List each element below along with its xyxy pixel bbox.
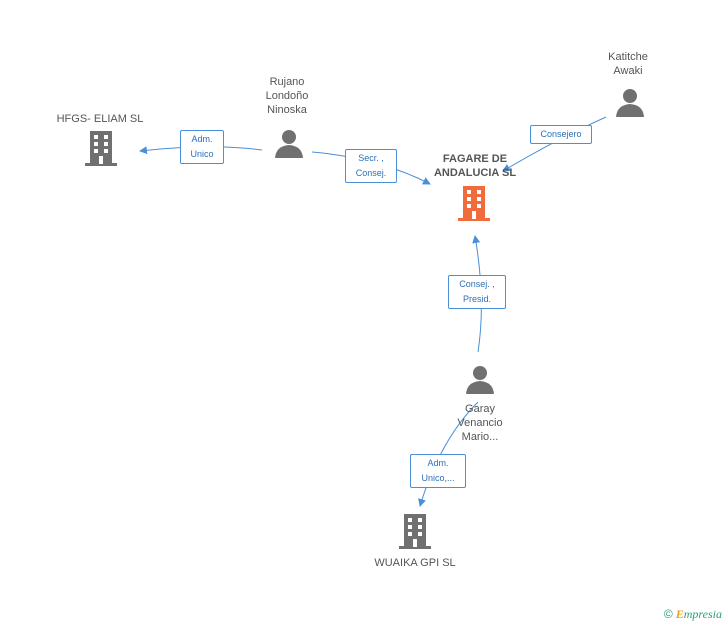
building-icon[interactable] — [458, 186, 490, 222]
edge-label-line1: Adm. — [427, 458, 449, 468]
person-icon[interactable] — [465, 365, 495, 395]
edge-label-line2: Consej. — [355, 168, 387, 178]
edge-label-katitche-fagare[interactable]: Consejero — [530, 125, 592, 144]
edge-label-garay-wuaika[interactable]: Adm. Unico,... — [410, 454, 466, 488]
edge-label-line1: Adm. — [191, 134, 213, 144]
rujano-name[interactable]: Rujano Londoño Ninoska — [247, 75, 327, 117]
building-icon[interactable] — [85, 131, 117, 167]
brand-rest: mpresia — [683, 607, 722, 621]
rujano-line1: Rujano — [269, 76, 305, 88]
garay-name[interactable]: Garay Venancio Mario... — [440, 402, 520, 444]
fagare-name[interactable]: FAGARE DE ANDALUCIA SL — [410, 152, 540, 180]
person-icon[interactable] — [615, 88, 645, 118]
brand-e: E — [675, 607, 684, 621]
edge-garay-wuaika — [418, 401, 479, 507]
edge-label-garay-fagare[interactable]: Consej. , Presid. — [448, 275, 506, 309]
hfgs-name[interactable]: HFGS- ELIAM SL — [56, 113, 144, 125]
edge-label-rujano-hfgs[interactable]: Adm. Unico — [180, 130, 224, 164]
wuaika-name[interactable]: WUAIKA GPI SL — [374, 557, 456, 569]
rujano-line3: Ninoska — [267, 104, 307, 116]
edge-label-line2: Unico,... — [421, 473, 455, 483]
garay-line1: Garay — [465, 403, 495, 415]
building-icon[interactable] — [399, 514, 431, 550]
copyright-icon: © — [663, 607, 673, 621]
katitche-name[interactable]: Katitche Awaki — [588, 50, 668, 78]
katitche-line1: Katitche — [608, 51, 648, 63]
edge-label-line1: Secr. , — [358, 153, 384, 163]
edge-label-line2: Unico — [190, 149, 214, 159]
fagare-name-line2: ANDALUCIA SL — [433, 167, 517, 179]
garay-line2: Venancio — [457, 417, 503, 429]
person-icon[interactable] — [274, 129, 304, 159]
edge-label-rujano-fagare[interactable]: Secr. , Consej. — [345, 149, 397, 183]
brand-logo: © Empresia — [664, 607, 722, 622]
edge-label-line1: Consej. , — [459, 279, 495, 289]
katitche-line2: Awaki — [613, 65, 643, 77]
rujano-line2: Londoño — [265, 90, 309, 102]
garay-line3: Mario... — [461, 431, 499, 443]
fagare-name-line1: FAGARE DE — [442, 153, 508, 165]
edge-label-line2: Presid. — [462, 294, 491, 304]
edge-label-line1: Consejero — [540, 129, 582, 139]
